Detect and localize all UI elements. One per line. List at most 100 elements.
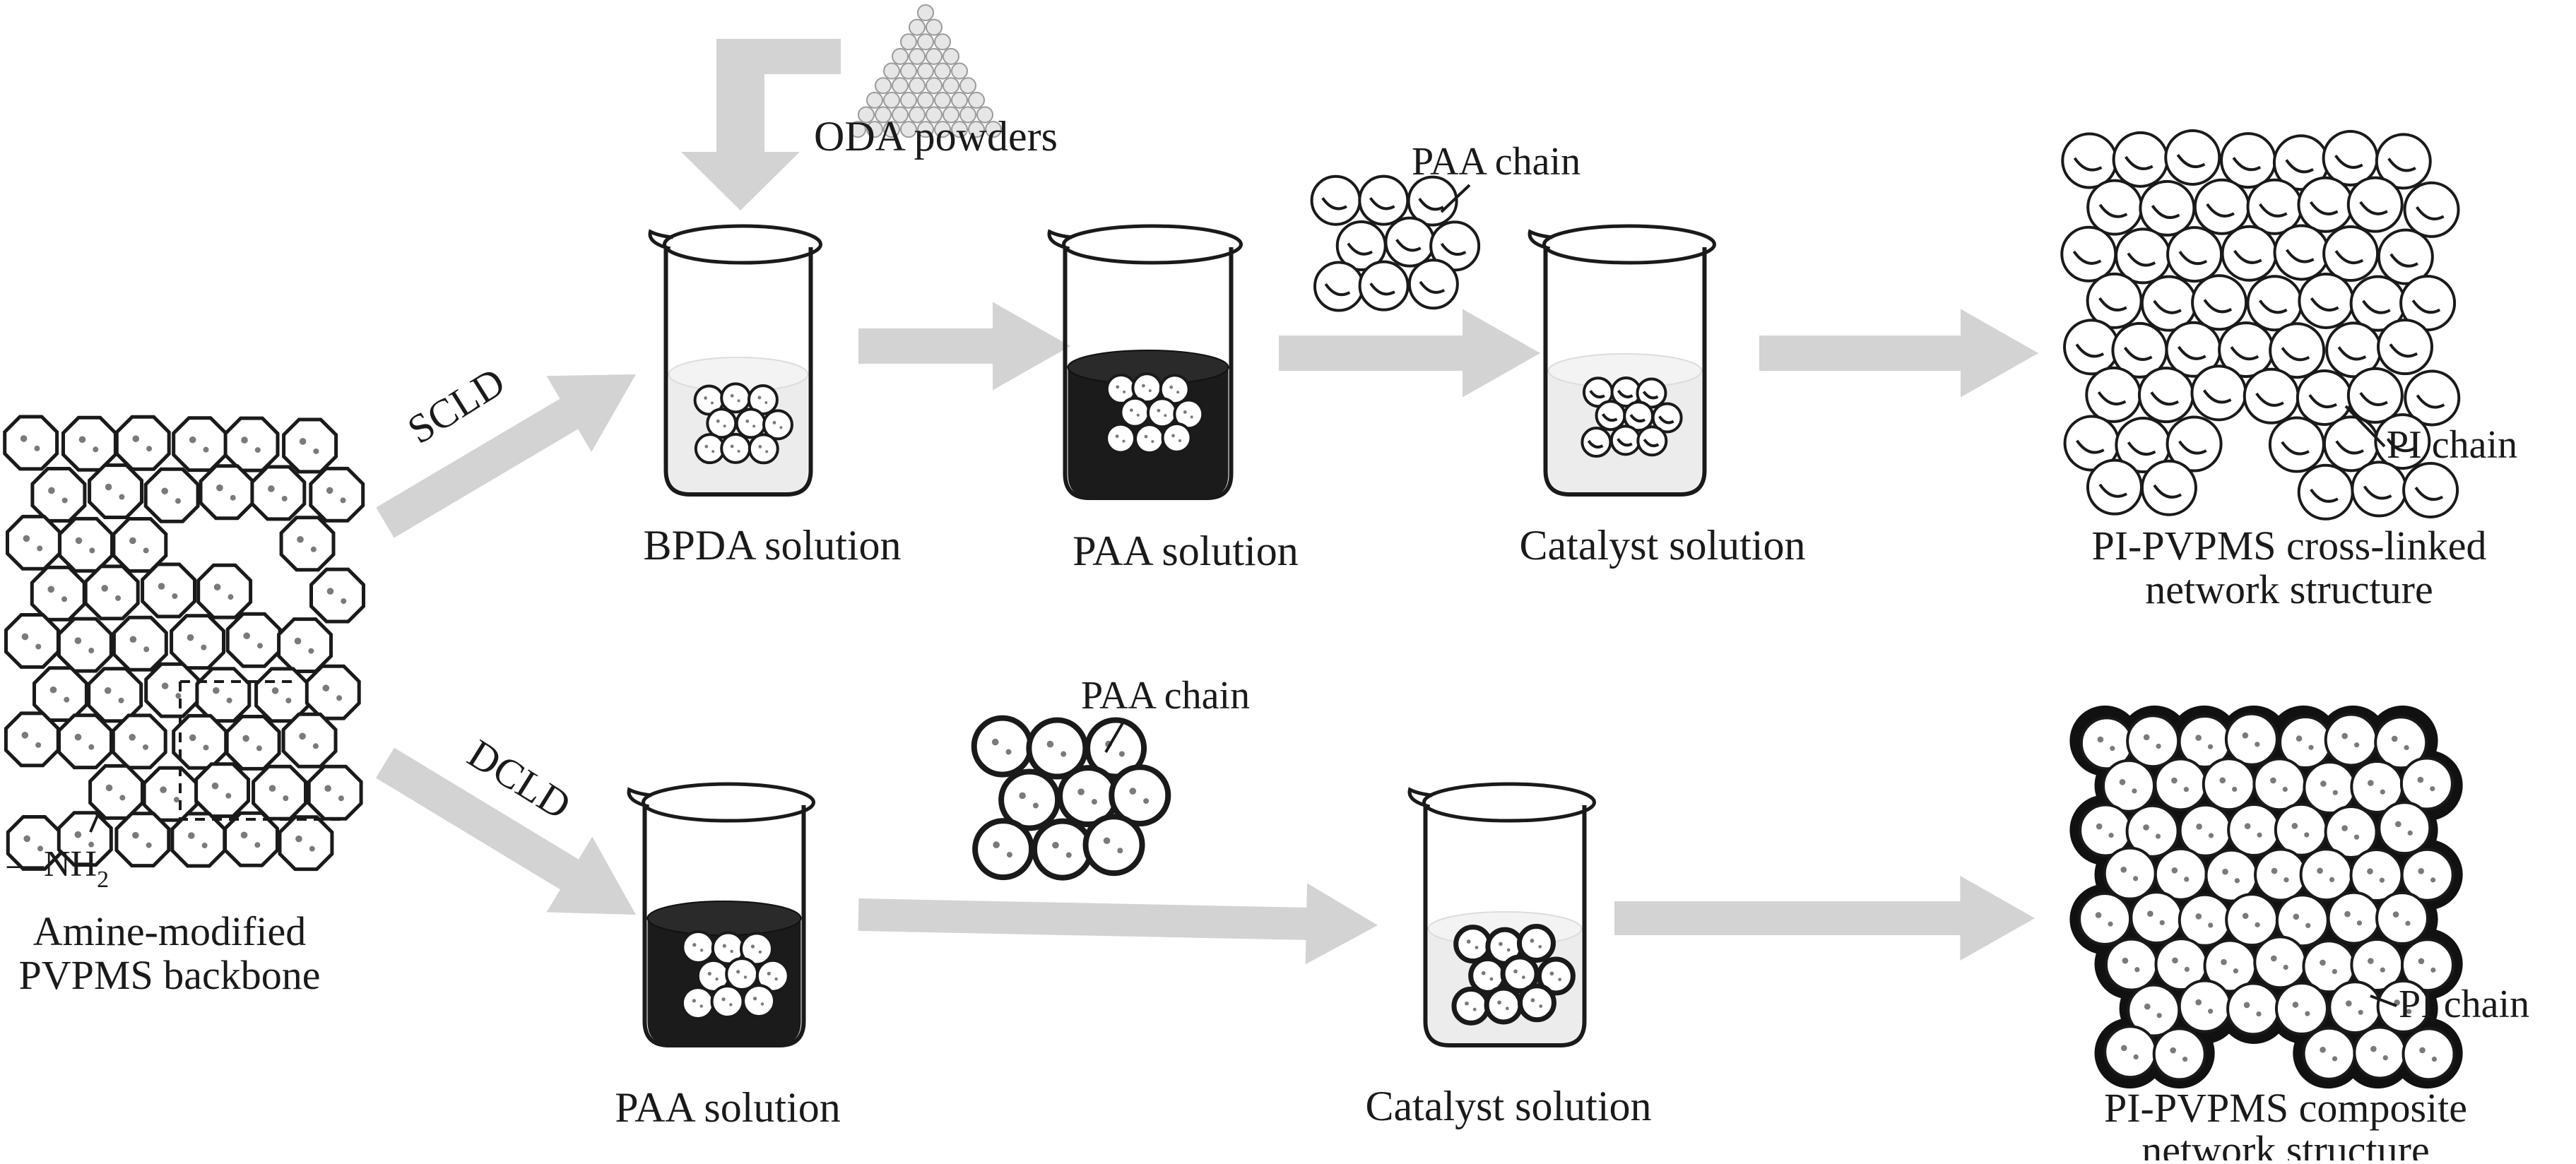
- sphere-dot: [1115, 434, 1119, 439]
- beaker-outline: [1063, 247, 1234, 500]
- powder-ball: [892, 77, 909, 95]
- sphere-shell: [2061, 132, 2118, 189]
- sphere-chain-mark: [2127, 441, 2156, 456]
- sphere: [2152, 1027, 2206, 1081]
- sphere-dot: [765, 450, 769, 453]
- sphere-dot: [2406, 1009, 2412, 1014]
- sphere: [1384, 216, 1436, 268]
- sphere: [2153, 757, 2208, 812]
- sphere-dot: [2368, 958, 2374, 964]
- powder-ball: [959, 106, 976, 124]
- sphere-dot: [2292, 1002, 2299, 1008]
- sphere-dot: [2329, 877, 2335, 882]
- sphere-shell: [170, 812, 227, 868]
- sphere-shell: [33, 666, 88, 723]
- sphere: [30, 467, 87, 523]
- sphere-shell: [2086, 458, 2143, 516]
- sphere-dot: [49, 686, 57, 694]
- powder-ball: [968, 121, 985, 138]
- sphere-shell: [2221, 225, 2278, 282]
- sphere-dot: [143, 646, 150, 653]
- sphere-chain-mark: [1658, 415, 1674, 424]
- sphere-dot: [2270, 777, 2276, 784]
- sphere-shell: [748, 433, 779, 465]
- sphere: [711, 931, 745, 966]
- scld-result-label-line1: PI-PVPMS cross-linked: [2091, 523, 2486, 569]
- sphere: [1595, 400, 1626, 432]
- oda-feed-arrow: [681, 39, 841, 210]
- sphere-dot: [146, 842, 152, 848]
- sphere-dot: [2353, 834, 2360, 840]
- sphere-dot: [1091, 799, 1097, 805]
- sphere-chain-mark: [1589, 390, 1605, 399]
- sphere-shell: [2193, 178, 2250, 235]
- sphere-shell: [57, 811, 113, 867]
- dcld-catalyst-solution-label: Catalyst solution: [1366, 1083, 1652, 1129]
- sphere: [1159, 374, 1190, 405]
- sphere-shell: [1595, 400, 1626, 432]
- powder-ball: [934, 33, 951, 51]
- sphere-dot: [692, 999, 697, 1003]
- dcld-paa-beaker-cluster: [680, 930, 790, 1021]
- sphere-shell: [2328, 980, 2382, 1035]
- sphere: [279, 516, 336, 572]
- sphere-shell: [2403, 181, 2460, 238]
- sphere-dot: [1530, 998, 1535, 1003]
- powder-ball: [900, 121, 917, 138]
- sphere-chain-mark: [2359, 201, 2388, 215]
- sphere-chain-mark: [2362, 299, 2391, 314]
- sphere-dot: [160, 786, 167, 793]
- sphere-shell: [706, 408, 738, 439]
- sphere: [170, 812, 227, 868]
- sphere-dot: [158, 583, 165, 590]
- sphere-shell: [1105, 422, 1137, 454]
- sphere-chain-mark: [1601, 413, 1618, 422]
- sphere: [710, 985, 745, 1019]
- sphere-dot: [254, 447, 261, 453]
- powder-ball: [883, 121, 900, 138]
- sphere-shell: [305, 664, 361, 720]
- oda-powder-pile: [849, 4, 1002, 138]
- sphere-dot: [105, 784, 113, 792]
- sphere-dot: [256, 745, 262, 752]
- sphere-shell: [199, 464, 255, 521]
- sphere-dot: [2368, 780, 2374, 786]
- sphere: [3, 415, 59, 471]
- sphere-chain-mark: [1419, 280, 1446, 294]
- sphere-dot: [750, 944, 755, 949]
- sphere-shell: [307, 764, 363, 821]
- powder-ball: [866, 121, 883, 138]
- powder-ball: [926, 18, 943, 36]
- sphere-dot: [2320, 1047, 2326, 1053]
- sphere: [1358, 174, 1410, 226]
- sphere-chain-mark: [2203, 299, 2233, 314]
- sphere: [739, 932, 774, 966]
- sphere-dot: [23, 835, 31, 843]
- sphere-dot: [146, 446, 153, 452]
- sphere-dot: [295, 835, 302, 843]
- sphere-chain-mark: [1369, 283, 1395, 296]
- beaker-spout: [648, 229, 673, 251]
- scld-bpda-solution-label: BPDA solution: [643, 522, 901, 569]
- sphere-chain-mark: [2285, 249, 2315, 263]
- sphere-dot: [772, 420, 776, 424]
- process-arrows: [376, 39, 2038, 965]
- sphere-dot: [2305, 922, 2311, 929]
- scld-pi-chain-label: PI chain: [2387, 423, 2517, 467]
- sphere-shell: [278, 815, 334, 872]
- sphere-dot: [711, 450, 715, 453]
- sphere: [2351, 461, 2408, 518]
- scld-paa-chain-label: PAA chain: [1412, 140, 1581, 184]
- sphere-shell: [2178, 979, 2232, 1033]
- sphere-dot: [722, 944, 726, 948]
- sphere-chain-mark: [2258, 203, 2288, 218]
- sphere-dot: [779, 426, 783, 429]
- sphere: [143, 467, 200, 523]
- sphere: [2140, 459, 2197, 516]
- sphere: [2375, 891, 2430, 946]
- sphere-dot: [729, 1003, 733, 1006]
- beaker-spout: [627, 787, 652, 809]
- sphere: [2063, 319, 2120, 376]
- sphere-dot: [203, 446, 209, 453]
- powder-ball: [849, 121, 866, 138]
